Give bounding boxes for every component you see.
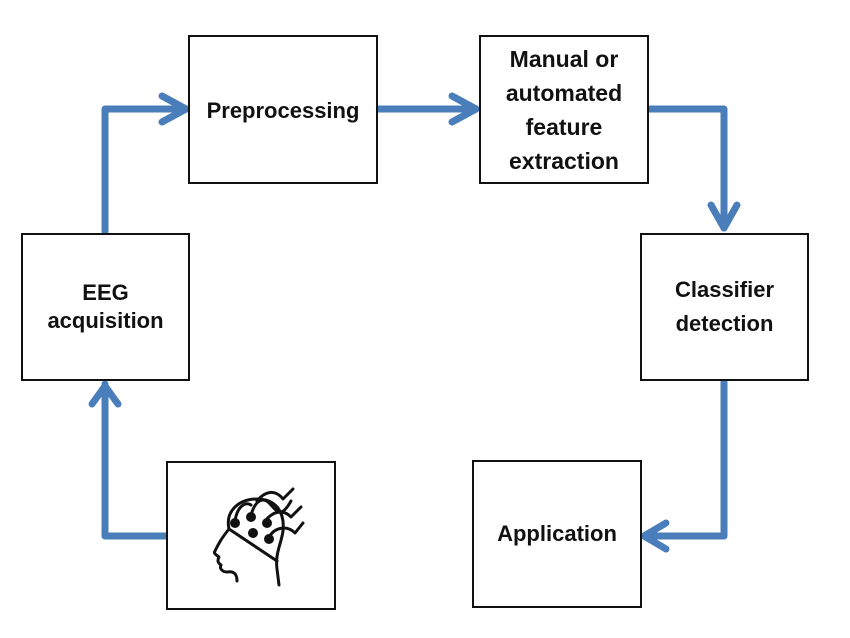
- node-preprocessing: Preprocessing: [188, 35, 378, 184]
- node-eeg-acquisition: EEG acquisition: [21, 233, 190, 381]
- node-label: EEG acquisition: [47, 280, 164, 333]
- arrowhead-classifier-to-application: [640, 519, 670, 553]
- node-classifier-detection: Classifier detection: [640, 233, 809, 381]
- arrow-eeg-to-preprocessing: [101, 105, 190, 236]
- arrow-classifier-to-application: [640, 378, 728, 540]
- node-application: Application: [472, 460, 642, 608]
- arrowhead-head-to-eeg: [88, 382, 122, 408]
- node-label: Preprocessing: [206, 98, 360, 123]
- node-head-electrodes: [166, 461, 336, 610]
- arrowhead-preprocessing-to-feature: [448, 92, 480, 126]
- node-feature-extraction: Manual or automated feature extraction: [479, 35, 649, 184]
- node-label: Application: [497, 521, 617, 546]
- arrow-feature-to-classifier: [644, 105, 728, 232]
- head-with-eeg-electrodes-icon: [213, 487, 305, 586]
- node-label: Manual or automated feature extraction: [505, 45, 623, 174]
- node-label: Classifier detection: [674, 277, 775, 336]
- arrowhead-eeg-to-preprocessing: [158, 92, 190, 126]
- arrowhead-feature-to-classifier: [707, 201, 741, 232]
- arrow-head-to-eeg: [101, 380, 170, 540]
